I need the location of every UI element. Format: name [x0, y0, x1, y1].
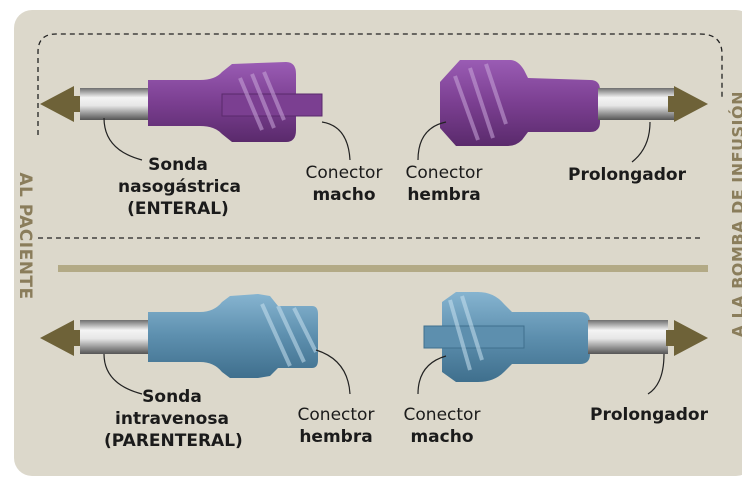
parenteral-tube-right	[588, 320, 668, 354]
side-label-patient: AL PACIENTE	[15, 172, 35, 300]
parenteral-extension-label: Prolongador	[589, 405, 708, 425]
enteral-tube-right	[598, 88, 676, 120]
enteral-female-connector	[440, 60, 600, 146]
enteral-female-connector-label: Conector hembra	[405, 163, 483, 205]
arrow-to-pump-parenteral	[666, 320, 708, 356]
arrow-to-patient-enteral	[40, 86, 82, 122]
enteral-extension-label: Prolongador	[567, 165, 686, 185]
section-divider	[58, 265, 708, 272]
enteral-tube-left	[80, 88, 155, 120]
enteral-male-connector	[148, 62, 323, 142]
enteral-dashed-border	[37, 33, 723, 239]
side-label-pump: A LA BOMBA DE INFUSIÓN	[728, 91, 742, 337]
enteral-tube-label: Sonda nasogástrica (ENTERAL)	[118, 155, 242, 219]
arrow-to-patient-parenteral	[40, 320, 82, 356]
enteral-male-connector-label: Conector macho	[305, 163, 383, 205]
parenteral-male-connector	[423, 292, 590, 382]
parenteral-tube-left	[80, 320, 155, 354]
diagram-panel	[14, 10, 742, 476]
parenteral-tube-label: Sonda intravenosa (PARENTERAL)	[104, 387, 243, 451]
parenteral-female-connector-label: Conector hembra	[297, 405, 375, 447]
parenteral-male-connector-label: Conector macho	[403, 405, 481, 447]
arrow-to-pump-enteral	[668, 86, 708, 122]
parenteral-female-connector	[148, 294, 318, 378]
